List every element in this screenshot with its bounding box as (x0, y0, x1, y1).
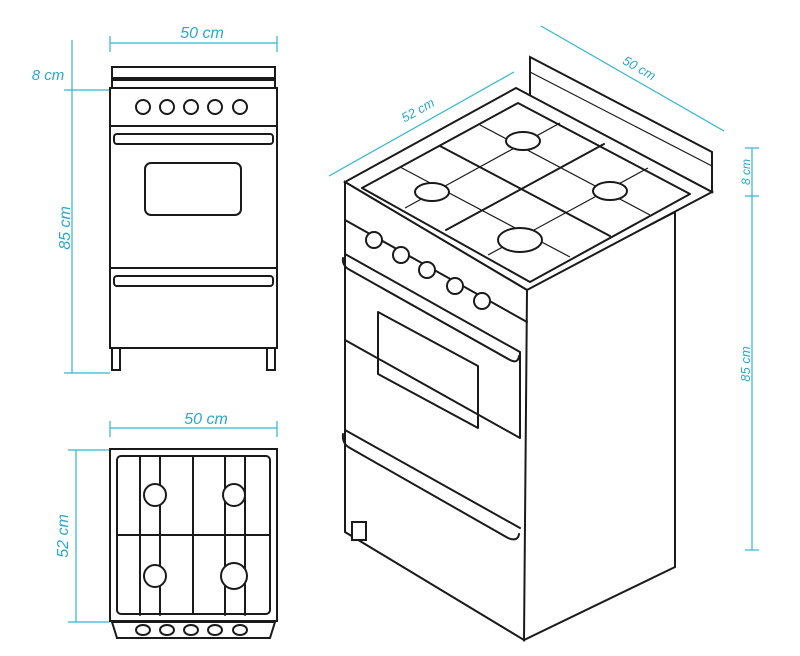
burner (505, 131, 541, 151)
knob (207, 624, 223, 636)
knob (232, 624, 248, 636)
knob (183, 99, 199, 115)
burner (143, 564, 167, 588)
iso-width-label: 50 cm (620, 53, 658, 84)
knob (392, 246, 410, 264)
top-depth-label: 52 cm (55, 514, 72, 558)
iso-drawer-handle (341, 433, 520, 541)
front-width-label: 50 cm (180, 25, 224, 42)
top-view: 50 cm 52 cm (55, 411, 278, 639)
iso-grate (361, 102, 691, 283)
front-backsplash (111, 66, 276, 81)
iso-oven-window (377, 311, 479, 429)
iso-height-label: 85 cm (738, 346, 753, 382)
front-oven-window (144, 162, 242, 216)
front-view: 50 cm 8 cm 85 cm (32, 25, 278, 374)
burner (220, 562, 248, 590)
iso-depth-label: 52 cm (399, 95, 437, 125)
front-knobs (135, 99, 248, 115)
knob (446, 277, 464, 295)
iso-top-label: 8 cm (739, 159, 753, 185)
iso-depth-dimension-line (328, 71, 515, 177)
front-foot (266, 347, 276, 371)
knob (159, 99, 175, 115)
knob (135, 624, 151, 636)
front-top-label: 8 cm (32, 67, 65, 84)
iso-view: 52 cm 50 cm 8 cm 85 cm (328, 25, 759, 642)
front-drawer-handle (113, 275, 274, 287)
front-oven-handle (113, 133, 274, 145)
knob (473, 292, 491, 310)
burner (414, 182, 450, 202)
knob (418, 261, 436, 279)
burner (222, 483, 246, 507)
iso-width-dimension-line (540, 25, 725, 132)
front-height-label: 85 cm (57, 206, 74, 250)
front-body (109, 125, 278, 349)
knob (232, 99, 248, 115)
front-foot (111, 347, 121, 371)
iso-foot (351, 521, 367, 541)
knob (183, 624, 199, 636)
knob (135, 99, 151, 115)
burner (143, 483, 167, 507)
burner (592, 181, 628, 201)
burner (497, 227, 543, 253)
iso-knobs (365, 231, 491, 310)
top-width-label: 50 cm (184, 411, 228, 428)
knob (207, 99, 223, 115)
knob (365, 231, 383, 249)
iso-oven-handle (341, 257, 520, 363)
knob (159, 624, 175, 636)
